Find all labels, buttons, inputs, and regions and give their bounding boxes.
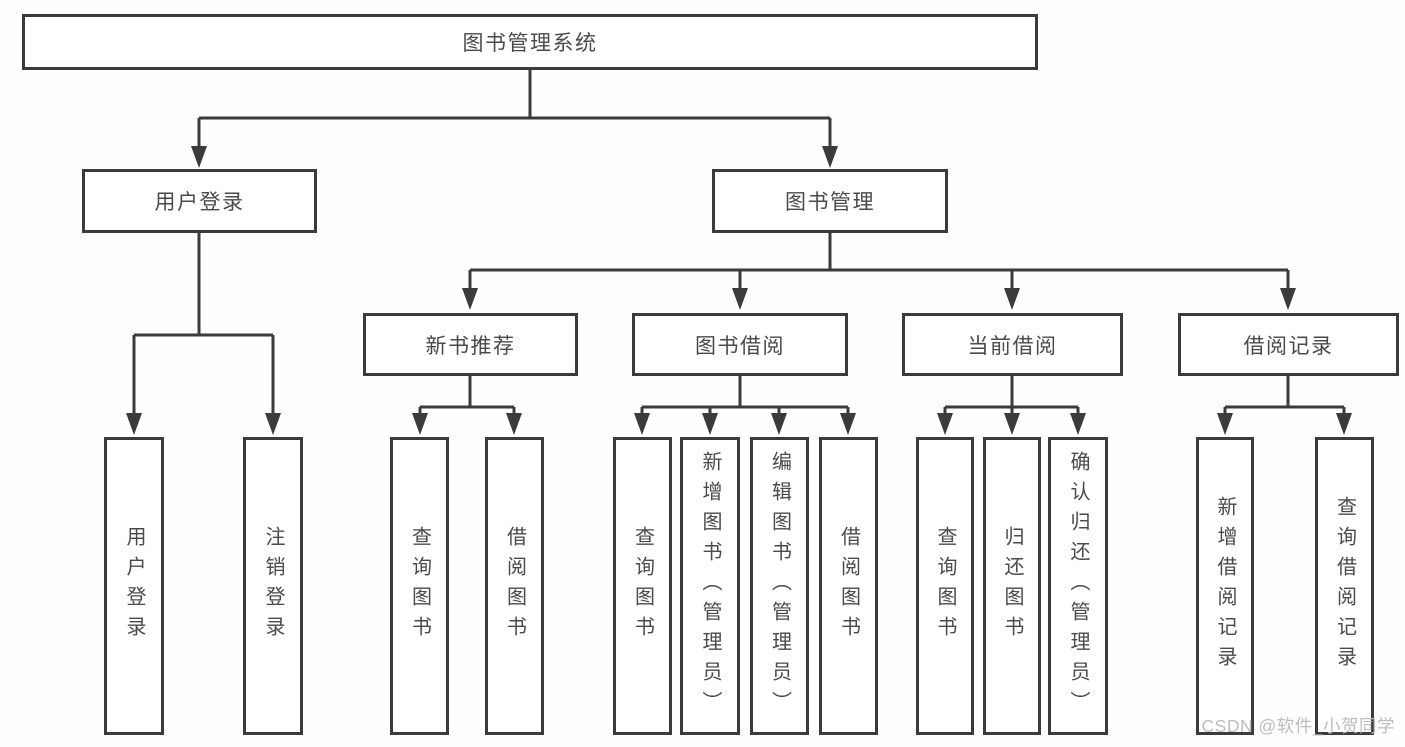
node-root: 图书管理系统 bbox=[22, 14, 1038, 70]
node-new-book-recommend: 新书推荐 bbox=[363, 313, 578, 376]
node-book-management: 图书管理 bbox=[712, 169, 948, 233]
tree-edges bbox=[132, 70, 1346, 414]
node-user-login: 用户登录 bbox=[82, 169, 317, 233]
node-leaf-nb-borrow-books: 借阅图书 bbox=[485, 437, 544, 735]
node-book-borrow: 图书借阅 bbox=[632, 313, 848, 376]
csdn-watermark: CSDN @软件_小贺同学 bbox=[1201, 716, 1395, 736]
node-current-borrow: 当前借阅 bbox=[902, 313, 1123, 376]
node-leaf-bb-edit-books: 编辑图书（管理员） bbox=[750, 437, 809, 735]
node-leaf-br-add-record: 新增借阅记录 bbox=[1196, 437, 1254, 735]
node-leaf-bb-query-books: 查询图书 bbox=[613, 437, 672, 735]
node-borrow-records: 借阅记录 bbox=[1178, 313, 1399, 376]
node-leaf-logout: 注销登录 bbox=[243, 437, 303, 735]
node-leaf-cb-confirm-return: 确认归还（管理员） bbox=[1048, 437, 1108, 735]
node-leaf-cb-query-books: 查询图书 bbox=[916, 437, 974, 735]
node-leaf-cb-return-books: 归还图书 bbox=[983, 437, 1041, 735]
node-leaf-br-query-record: 查询借阅记录 bbox=[1315, 437, 1374, 735]
arrowhead-icons bbox=[126, 146, 1352, 435]
node-leaf-user-login: 用户登录 bbox=[104, 437, 164, 735]
node-leaf-bb-borrow-books: 借阅图书 bbox=[819, 437, 878, 735]
node-leaf-bb-add-books: 新增图书（管理员） bbox=[680, 437, 740, 735]
node-leaf-nb-query-books: 查询图书 bbox=[390, 437, 449, 735]
